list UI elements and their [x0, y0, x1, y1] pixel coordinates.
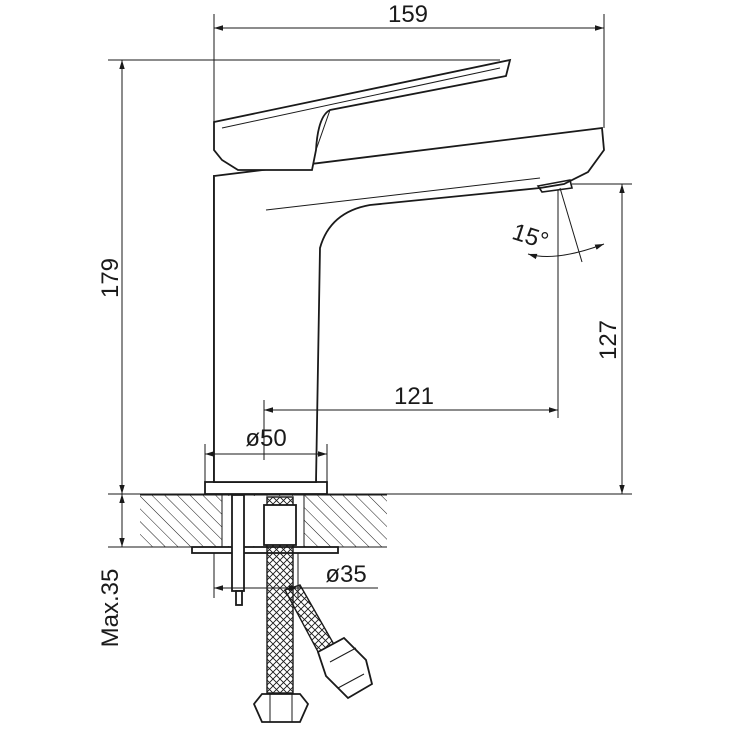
lever-handle: [213, 58, 512, 171]
dimension-max-thickness: Max.35: [97, 494, 192, 647]
dimension-spout-height: 127: [327, 183, 632, 495]
dimension-overall-width: 159: [213, 1, 605, 128]
dimension-121-label: 121: [394, 383, 434, 410]
dimension-127-label: 127: [595, 320, 622, 360]
dimension-max-thickness-label: Max.35: [97, 569, 124, 648]
under-counter-fittings: [191, 494, 374, 723]
dimension-base-diameter: ø50: [204, 425, 328, 482]
dimension-angle-label: 15°: [509, 218, 552, 255]
dimension-hole-diameter: ø35: [213, 553, 378, 598]
dimension-179-label: 179: [97, 258, 124, 298]
dimension-base-diameter-label: ø50: [245, 425, 286, 452]
dimension-spout-angle: 15°: [509, 187, 605, 263]
dimension-hole-diameter-label: ø35: [325, 561, 366, 588]
dimension-159-label: 159: [388, 1, 428, 28]
faucet-body: [204, 126, 605, 495]
dimension-spout-reach: 121: [263, 190, 559, 460]
